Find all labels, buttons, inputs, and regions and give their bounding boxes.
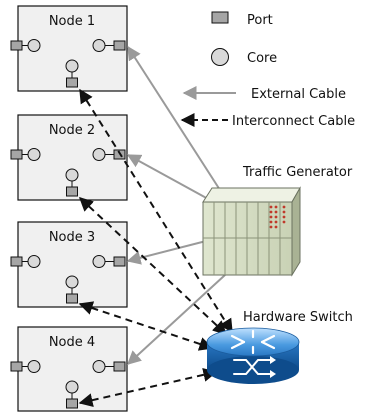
port-icon [113,40,126,51]
legend-interconnect-cable-label: Interconnect Cable [232,114,355,129]
interconnect-cable [78,197,228,335]
core-icon [27,360,41,373]
port-icon [66,398,78,409]
node-1: Node 1 [10,5,128,92]
traffic-generator-icon [202,186,301,277]
hardware-switch-label: Hardware Switch [243,310,353,325]
port-icon [66,293,78,304]
external-cable [126,239,211,265]
node-3: Node 3 [10,221,128,308]
port-icon [211,11,229,24]
port-icon [10,40,23,51]
port-icon [66,186,78,197]
port-icon [10,361,23,372]
legend: Port Core External Cable Interconnect Ca… [180,11,355,129]
port-icon [66,77,78,88]
interconnect-cables [78,88,233,408]
legend-core-label: Core [247,51,277,66]
hardware-switch-icon [206,327,300,384]
core-icon [65,168,79,182]
core-icon [65,380,79,394]
node-4: Node 4 [10,326,128,412]
legend-external-cable-label: External Cable [251,87,346,102]
node-1-label: Node 1 [49,14,95,29]
external-cable [126,154,211,201]
port-icon [113,361,126,372]
core-icon [27,39,41,52]
port-icon [10,149,23,160]
legend-port-label: Port [247,13,273,28]
core-icon [65,275,79,289]
node-2-label: Node 2 [49,123,95,138]
port-icon [10,256,23,267]
core-icon [92,360,106,373]
core-icon [27,148,41,161]
external-cable [127,45,221,191]
core-icon [65,59,79,73]
core-icon [92,255,106,268]
port-icon [113,256,126,267]
core-icon [92,148,106,161]
node-2: Node 2 [10,114,128,201]
traffic-generator-label: Traffic Generator [242,165,353,180]
node-4-label: Node 4 [49,335,95,350]
core-icon [211,48,229,66]
core-icon [27,255,41,268]
core-icon [92,39,106,52]
node-3-label: Node 3 [49,230,95,245]
